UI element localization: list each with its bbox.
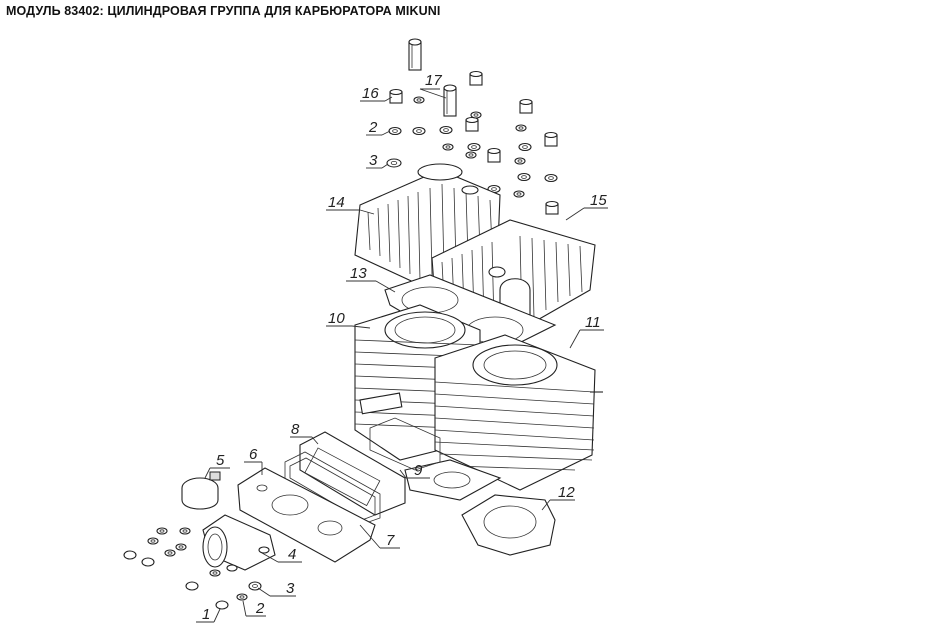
leader-lines	[196, 88, 608, 623]
washers	[386, 96, 558, 198]
top-hardware	[386, 38, 559, 215]
callout-14: 14	[328, 194, 345, 211]
callout-6: 6	[249, 446, 258, 463]
callout-1: 1	[202, 606, 210, 623]
callout-labels: 16 17 2 3 14 15 13 10 11 8 6 5 9 12 7 4 …	[202, 72, 607, 623]
tall-nut-part	[408, 38, 422, 71]
nuts	[389, 70, 559, 215]
sleeve-17-part	[443, 84, 457, 117]
diagram-title: МОДУЛЬ 83402: ЦИЛИНДРОВАЯ ГРУППА ДЛЯ КАР…	[6, 4, 441, 18]
callout-9: 9	[414, 462, 423, 479]
callout-10: 10	[328, 310, 345, 327]
callout-15: 15	[590, 192, 607, 209]
callout-4: 4	[288, 546, 296, 563]
clamp-5	[181, 471, 221, 510]
intake-gasket-upper	[369, 417, 441, 471]
callout-8: 8	[291, 421, 300, 438]
callout-13: 13	[350, 265, 367, 282]
base-gasket-12	[461, 494, 556, 556]
intake-gasket-8	[299, 431, 406, 516]
flange-6	[237, 467, 376, 563]
callout-16: 16	[362, 85, 379, 102]
callout-17: 17	[425, 72, 442, 89]
callout-2-bottom: 2	[255, 600, 265, 617]
callout-11: 11	[585, 314, 601, 331]
callout-3-top: 3	[369, 152, 378, 169]
callout-12: 12	[558, 484, 575, 501]
intake-manifold-4	[202, 514, 276, 572]
callout-3-bottom: 3	[286, 580, 295, 597]
base-gasket-9	[404, 459, 502, 501]
bottom-hardware	[123, 527, 262, 610]
callout-5: 5	[216, 452, 225, 469]
callout-7: 7	[386, 532, 395, 549]
callout-2-top: 2	[368, 119, 378, 136]
